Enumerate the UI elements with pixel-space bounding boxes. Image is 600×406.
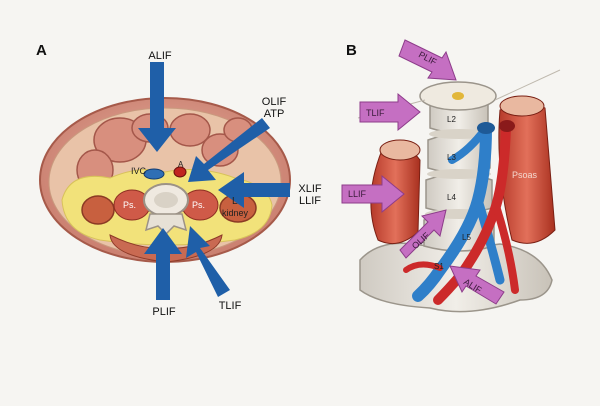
posterior-elements <box>144 213 188 236</box>
alif-arrow <box>138 62 176 152</box>
atp-label: ATP <box>263 108 285 120</box>
kidney-side-label: L <box>232 196 238 207</box>
axial-section <box>39 97 291 263</box>
plif-label: PLIF <box>152 306 176 318</box>
left-kidney <box>81 195 115 225</box>
l3-label: L3 <box>447 153 456 162</box>
aorta <box>173 166 187 178</box>
tlif-label: TLIF <box>218 300 242 312</box>
panel-b-letter: B <box>346 42 357 59</box>
panel-a-letter: A <box>36 42 47 59</box>
xlif-arrow <box>218 172 290 208</box>
vena-cava <box>412 122 492 302</box>
approach-arrows-a <box>138 62 290 300</box>
olif-arrow <box>188 118 270 182</box>
ivc <box>143 168 165 180</box>
olif-label: OLIF <box>261 96 287 108</box>
plif-arrow <box>144 228 182 300</box>
right-psoas-label: Ps. <box>192 200 206 210</box>
l4-label: L4 <box>447 193 456 202</box>
llif-arrow-b <box>341 174 405 214</box>
aorta-label: A <box>178 160 184 169</box>
l5-label: L5 <box>462 233 471 242</box>
tlif-arrow-b <box>359 92 421 132</box>
xlif-label: XLIF <box>298 183 322 195</box>
kidney-label: kidney <box>222 208 249 218</box>
l2-label: L2 <box>447 115 456 124</box>
llif-arrow-label: LLIF <box>348 189 367 199</box>
tlif-arrow <box>186 226 230 297</box>
alif-arrow-b <box>449 265 505 305</box>
ivc-label: IVC <box>131 166 147 176</box>
aorta-3d <box>433 123 511 305</box>
plif-arrow-b <box>398 39 457 81</box>
llif-label: LLIF <box>298 195 321 207</box>
great-vessels <box>403 122 519 305</box>
psoas-label: Psoas <box>512 170 538 180</box>
tlif-arrow-label: TLIF <box>366 108 385 118</box>
alif-label: ALIF <box>148 50 172 62</box>
left-psoas-label: Ps. <box>123 200 137 210</box>
s1-label: S1 <box>434 262 444 271</box>
olif-arrow-b <box>399 209 447 259</box>
approach-arrows-b <box>341 39 505 305</box>
